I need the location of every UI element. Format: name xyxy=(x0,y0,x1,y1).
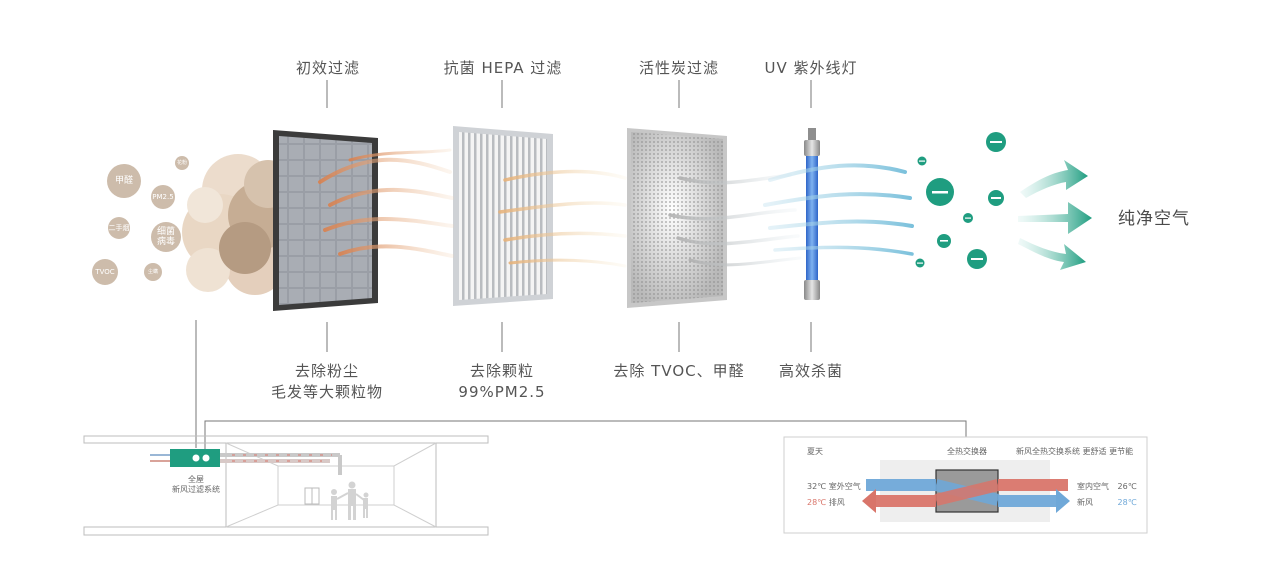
pollutant-label: 甲醛 xyxy=(114,176,133,186)
pollutant-bubble xyxy=(175,156,189,170)
house-system-label-line2: 新风过滤系统 xyxy=(172,485,220,494)
stage-1-bottom-label: 去除粉尘 毛发等大颗粒物 xyxy=(252,361,402,403)
pollutant-label: PM2.5 xyxy=(152,193,174,201)
pollutant-label: 花粉 xyxy=(176,160,187,166)
stage-1-bottom-line2: 毛发等大颗粒物 xyxy=(270,383,383,401)
exchanger-panel xyxy=(783,436,1148,534)
airflow-blue xyxy=(763,163,914,256)
house-system-label: 全屋 新风过滤系统 xyxy=(166,475,226,495)
stage-4-bottom-line1: 高效杀菌 xyxy=(778,362,843,380)
hepa-filter xyxy=(453,126,553,306)
indoor-temp: 26℃ xyxy=(1117,482,1137,491)
pollutant-bubble xyxy=(144,263,162,281)
pollutant-bubble xyxy=(151,222,181,252)
stage-3-bottom-line1: 去除 TVOC、甲醛 xyxy=(613,362,745,380)
pollutant-bubble xyxy=(107,164,141,198)
pollutant-bubble xyxy=(92,259,118,285)
pollutant-label: 尘螨 xyxy=(147,269,158,275)
stage-1-top-label: 初效过滤 xyxy=(295,59,360,77)
negative-ions xyxy=(915,132,1006,269)
fresh-readout: 新风 28℃ xyxy=(1077,497,1137,508)
stage-3-bottom-label: 去除 TVOC、甲醛 xyxy=(604,361,754,382)
outdoor-label: 室外空气 xyxy=(828,482,861,491)
indoor-readout: 室内空气 26℃ xyxy=(1077,481,1137,492)
stage-2-bottom-label: 去除颗粒 99%PM2.5 xyxy=(432,361,572,403)
stage-3-top-label: 活性炭过滤 xyxy=(638,59,719,77)
pollutant-bubbles xyxy=(92,156,189,285)
outdoor-readout: 32℃ 室外空气 xyxy=(807,481,861,492)
stage-1-bottom-line1: 去除粉尘 xyxy=(294,362,359,380)
exchanger-season: 夏天 xyxy=(807,447,823,456)
clean-air-label: 纯净空气 xyxy=(1118,209,1190,229)
airflow-warm xyxy=(318,148,454,258)
pollutant-label: TVOC xyxy=(95,268,115,276)
outdoor-temp: 32℃ xyxy=(807,482,827,491)
exhaust-temp: 28℃ xyxy=(807,498,827,507)
exhaust-label: 排风 xyxy=(828,498,845,507)
pollutant-bubble xyxy=(108,217,130,239)
dust-cloud xyxy=(182,154,296,295)
airflow-yellow xyxy=(498,169,627,268)
exhaust-readout: 28℃ 排风 xyxy=(807,497,845,508)
fresh-temp: 28℃ xyxy=(1117,498,1137,507)
stage-4-top-label: UV 紫外线灯 xyxy=(764,59,858,77)
house-section xyxy=(83,435,489,536)
pollutant-label: 细菌 病毒 xyxy=(156,227,175,247)
uv-lamp xyxy=(804,128,820,300)
exchanger-tagline: 新风全热交换系统 更舒适 更节能 xyxy=(1016,447,1134,456)
fresh-label: 新风 xyxy=(1077,498,1093,507)
stage-2-top-label: 抗菌 HEPA 过滤 xyxy=(443,59,563,77)
pollutant-label: 二手烟 xyxy=(108,224,130,232)
stage-4-bottom-label: 高效杀菌 xyxy=(756,361,866,382)
pollutant-bubble xyxy=(151,185,175,209)
house-system-label-line1: 全屋 xyxy=(188,475,204,484)
clean-air-arrows xyxy=(1018,160,1092,270)
stage-2-bottom-line2: 99%PM2.5 xyxy=(458,383,546,401)
indoor-label: 室内空气 xyxy=(1077,482,1109,491)
exchanger-title: 全热交换器 xyxy=(947,447,987,456)
stage-2-bottom-line1: 去除颗粒 xyxy=(469,362,534,380)
coarse-filter xyxy=(273,130,378,311)
